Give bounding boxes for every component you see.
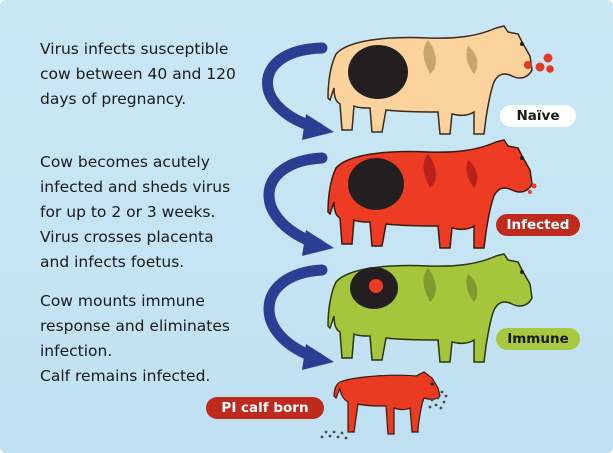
label-naive: Naïve [500, 105, 576, 127]
arrow-step-2 [269, 158, 334, 256]
label-infected: Infected [496, 214, 580, 236]
arrow-step-1 [267, 48, 334, 140]
arrow-step-3 [269, 270, 334, 370]
naive-uterus [348, 45, 408, 99]
label-pi-calf: PI calf born [206, 397, 324, 419]
infected-foetus [369, 279, 383, 293]
label-immune: Immune [496, 328, 580, 350]
pi-calf-illustration [334, 372, 440, 434]
infected-uterus [348, 158, 404, 210]
